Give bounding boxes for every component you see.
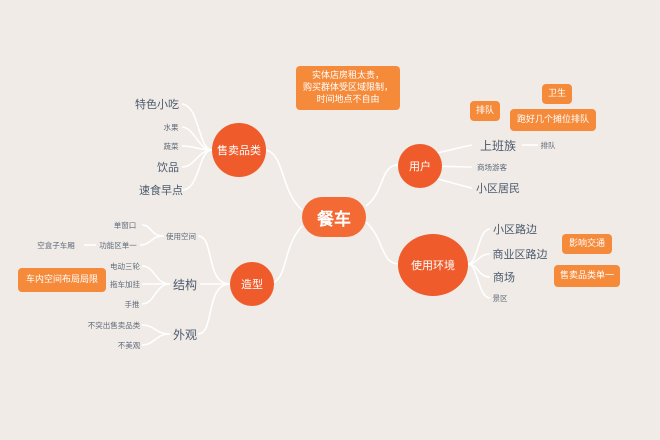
center-node: 餐车 [302,197,366,237]
top-note-line-2: 购买群体受区域限制， [302,82,393,93]
look-not-prominent: 不突出售卖品类 [87,320,141,330]
env-item-scenic: 景区 [492,293,508,303]
branch-sell: 售卖品类 [212,123,266,177]
sell-item-veg: 蔬菜 [163,141,179,151]
env-item-business: 商业区路边 [492,248,548,261]
user-sub-queue: 排队 [540,140,556,150]
sell-item-snacks: 特色小吃 [135,98,179,111]
note-single-category: 售卖品类单一 [554,265,620,287]
user-item-resident: 小区居民 [476,182,520,195]
use-space-single-window: 单窗口 [113,220,137,230]
structure-handcart: 手推 [124,299,140,309]
branch-shape: 造型 [230,262,274,306]
use-space-empty-box: 空盒子车厢 [37,240,75,250]
structure-electric-tricycle: 电动三轮 [110,261,140,271]
note-hygiene: 卫生 [542,84,572,104]
note-traffic: 影响交通 [562,234,612,254]
use-space-single-area: 功能区单一 [99,240,137,250]
note-multi-stalls: 跑好几个摊位排队 [510,109,596,131]
shape-use-space: 使用空间 [166,231,196,241]
user-item-tourist: 商场游客 [477,162,507,172]
branch-env: 使用环境 [398,234,468,296]
top-note: 实体店房租太贵， 购买群体受区域限制， 时间地点不自由 [296,66,400,110]
shape-look: 外观 [172,327,197,342]
top-note-line-3: 时间地点不自由 [316,95,380,106]
note-layout-limit: 车内空间布局局限 [18,268,106,292]
shape-structure: 结构 [172,277,197,292]
branch-user: 用户 [398,144,442,188]
user-item-office: 上班族 [479,138,516,153]
look-not-pretty: 不美观 [117,340,141,350]
sell-item-breakfast: 速食早点 [139,184,183,197]
structure-trailer: 拖车加挂 [110,279,140,289]
env-item-community: 小区路边 [493,223,537,236]
note-queue: 排队 [470,101,500,121]
env-item-mall: 商场 [493,271,515,284]
sell-item-fruit: 水果 [163,122,179,132]
top-note-line-1: 实体店房租太贵， [311,70,384,81]
sell-item-drinks: 饮品 [157,161,179,174]
